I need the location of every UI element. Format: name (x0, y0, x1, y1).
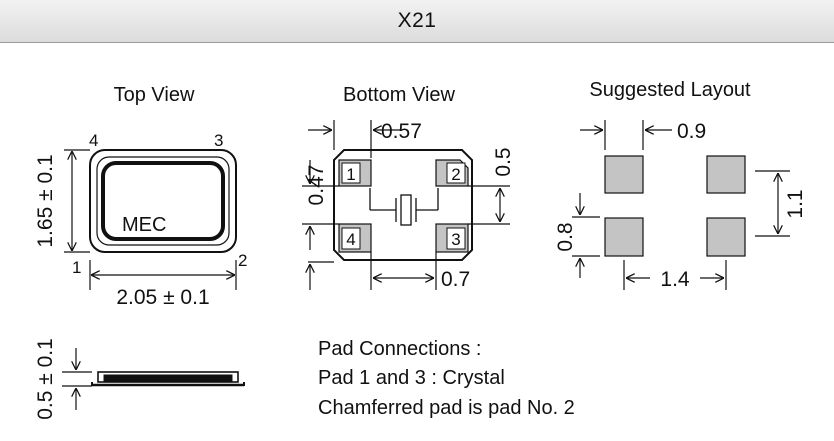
bottom-pad-1-label: 1 (346, 165, 355, 184)
suggested-layout-title: Suggested Layout (589, 79, 751, 101)
side-view-thickness-label: 0.5 ± 0.1 (34, 338, 57, 420)
pad-connections-crystal: Pad 1 and 3 : Crystal (318, 367, 505, 389)
top-view: Top View MEC 1 2 3 4 1.65 ± 0.1 2.05 ± 0… (34, 84, 247, 309)
layout-top-dimension (580, 120, 672, 150)
bottom-view-bottom-dimension (308, 252, 437, 290)
page-title: X21 (397, 9, 437, 32)
bottom-view-top-dimension (308, 120, 400, 158)
top-view-package (89, 149, 237, 253)
bottom-view-bottom-label: 0.7 (441, 268, 470, 291)
top-view-pin-4: 4 (89, 131, 98, 150)
pad-connections: Pad Connections : Pad 1 and 3 : Crystal … (318, 338, 575, 419)
top-view-height-label: 1.65 ± 0.1 (34, 154, 57, 247)
layout-left-label: 0.8 (554, 222, 577, 251)
top-view-width-label: 2.05 ± 0.1 (116, 286, 209, 309)
layout-pad-bottom-right (706, 217, 746, 257)
bottom-view-top-label: 0.57 (381, 120, 422, 143)
top-view-pin-3: 3 (214, 131, 223, 150)
bottom-pad-2-label: 2 (451, 165, 460, 184)
top-view-pin-2: 2 (238, 251, 247, 270)
bottom-pad-4-label: 4 (346, 230, 355, 249)
bottom-view: Bottom View 1 (302, 84, 515, 291)
pad-connections-chamfer-note: Chamferred pad is pad No. 2 (318, 397, 575, 419)
layout-top-label: 0.9 (677, 120, 706, 143)
layout-bottom-dimension (623, 260, 727, 290)
layout-left-dimension (572, 193, 600, 278)
top-view-pin-1: 1 (72, 258, 81, 277)
side-view: 0.5 ± 0.1 (34, 338, 245, 420)
suggested-layout: Suggested Layout 0.9 1.1 (554, 79, 807, 291)
layout-pad-top-left (604, 155, 644, 194)
bottom-view-left-dimension (302, 160, 339, 250)
bottom-view-title: Bottom View (343, 84, 455, 106)
layout-right-label: 1.1 (784, 189, 807, 218)
top-view-title: Top View (114, 84, 195, 106)
layout-right-dimension (755, 170, 790, 237)
side-view-thickness-dimension (62, 348, 92, 410)
bottom-view-right-dimension (468, 185, 510, 225)
top-view-height-dimension (64, 149, 90, 253)
bottom-view-right-label: 0.5 (492, 147, 515, 176)
pad-connections-heading: Pad Connections : (318, 338, 481, 360)
title-bar: X21 (0, 0, 834, 43)
layout-pad-top-right (706, 155, 746, 194)
top-view-width-dimension (89, 260, 237, 290)
layout-pads (604, 155, 746, 257)
layout-bottom-label: 1.4 (660, 268, 690, 291)
side-view-package (91, 371, 245, 387)
top-view-marking: MEC (122, 214, 166, 236)
bottom-view-left-label: 0.47 (305, 165, 328, 206)
bottom-pad-3-label: 3 (451, 230, 460, 249)
layout-pad-bottom-left (604, 217, 644, 257)
